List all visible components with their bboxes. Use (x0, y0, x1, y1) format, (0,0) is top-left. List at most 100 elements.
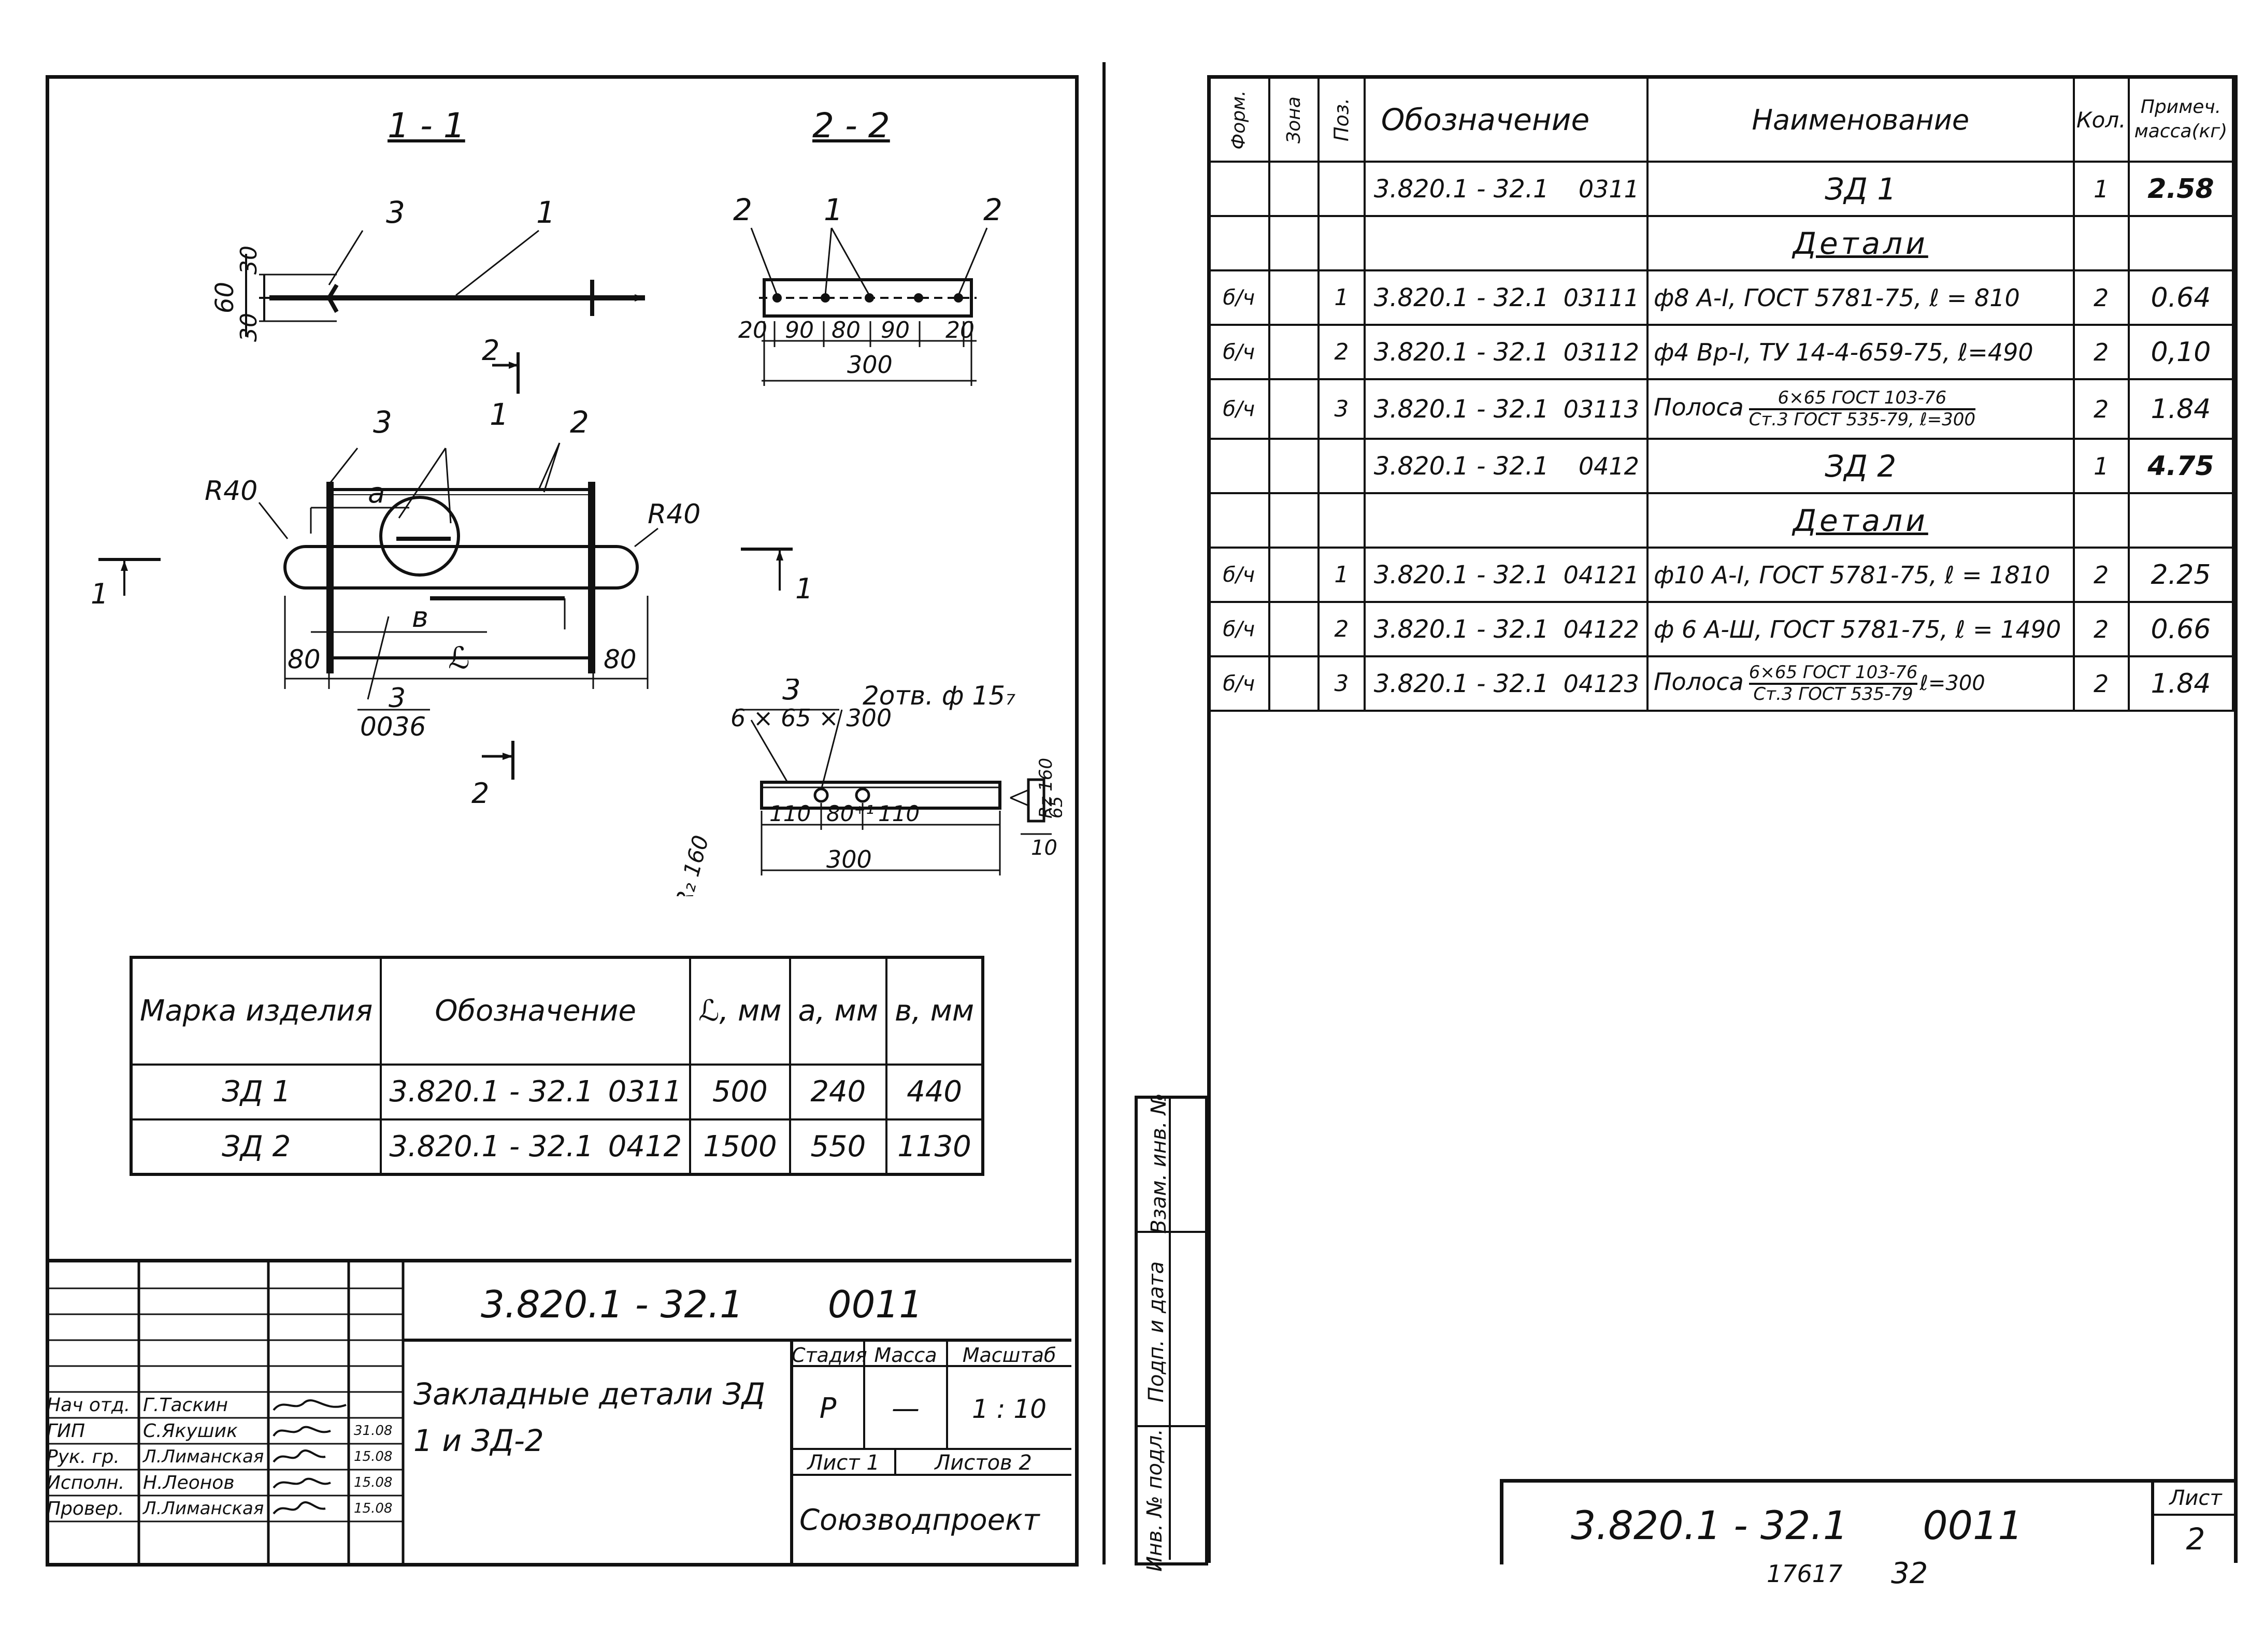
stamp-inv-original: Инв. № подл. (1142, 1429, 1167, 1572)
spec-format: б/ч (1207, 269, 1271, 326)
strip-total: 300 (826, 845, 872, 873)
spec-code-suffix: 03111 (1556, 269, 1649, 326)
fraction-bottom: Ст.3 ГОСТ 535-79 (1753, 683, 1913, 705)
spec-pos (1317, 161, 1366, 217)
marks-cell: 3.820.1 - 32.1 (380, 1118, 601, 1176)
right-sheet-frame (1207, 75, 2238, 1563)
marks-header-designation: Обозначение (380, 956, 692, 1066)
spec-pos: 2 (1317, 601, 1366, 657)
s11-dim-60: 60 (210, 282, 239, 313)
fraction-top: 6×65 ГОСТ 103-76 (1749, 388, 1976, 410)
footer-page-number: 32 (1891, 1557, 1928, 1590)
spec-qty: 2 (2072, 601, 2130, 657)
spec-code: 3.820.1 - 32.1 (1363, 547, 1556, 603)
signer-name: Л.Лиманская (143, 1446, 264, 1467)
spec-name: ф10 А-I, ГОСТ 5781-75, ℓ = 1810 (1646, 547, 2075, 603)
plan-callout-1: 1 (490, 397, 509, 432)
spec-qty: 2 (2072, 269, 2130, 326)
marks-table: Марка изделия Обозначение ℒ, мм a, мм в,… (130, 956, 985, 1176)
spec-header-qty: Кол. (2072, 77, 2130, 163)
section-2-2-drawing: 2 1 2 20 90 80 90 20 300 (733, 197, 1002, 386)
title-block: 3.820.1 - 32.1 0011 Закладные детали ЗД … (46, 1259, 1071, 1565)
spec-header-format: Форм. (1207, 77, 1271, 163)
section-2-2-label: 2 - 2 (812, 106, 890, 146)
plan-callout-3: 3 (373, 405, 392, 440)
spec-code: 3.820.1 - 32.1 (1363, 655, 1556, 712)
spec-code-suffix: 0311 (1556, 161, 1649, 217)
s11-dim-30-bottom: 30 (236, 313, 262, 342)
plan-r40-left: R40 (205, 476, 257, 507)
spec-note: 1.84 (2127, 378, 2234, 440)
marks-cell: 440 (885, 1063, 984, 1121)
spec-zone (1268, 161, 1320, 217)
s22-dim-4: 20 (945, 317, 975, 343)
marks-cell: 0412 (600, 1118, 692, 1176)
spec-qty (2072, 215, 2130, 271)
signer-date: 31.08 (354, 1423, 393, 1439)
plan-dim-80-left: 80 (288, 644, 321, 674)
s11-callout-3: 3 (386, 197, 405, 230)
spec-format: б/ч (1207, 547, 1271, 603)
stage-value: Р (819, 1392, 837, 1425)
plan-view-drawing: 2 1 3 1 2 R40 R40 a в 80 ℒ 80 3 0036 2 (91, 337, 700, 803)
spec-format (1207, 492, 1271, 549)
spec-code: 3.820.1 - 32.1 (1363, 438, 1556, 494)
marks-cell: 240 (789, 1063, 887, 1121)
s22-dim-3: 90 (881, 317, 910, 343)
spec-section-row: Детали (1207, 492, 2234, 549)
organization: Союзводпроект (799, 1503, 1040, 1537)
marks-row: ЗД 1 3.820.1 - 32.1 0311 500 240 440 (130, 1063, 984, 1121)
signer-role: Рук. гр. (47, 1446, 120, 1468)
plan-ref-3: 3 (389, 683, 406, 714)
side-stamp-column: Взам. инв. № Подп. и дата Инв. № подл. (1135, 1093, 1208, 1572)
mass-header: Масса (874, 1344, 937, 1367)
spec-name-label: Полоса (1653, 393, 1744, 421)
plan-cut-1-right: 1 (795, 572, 813, 605)
plan-dim-l: ℒ (448, 640, 470, 676)
s22-dim-2: 80 (832, 317, 861, 343)
spec-code (1363, 492, 1556, 549)
spec-pos: 3 (1317, 655, 1366, 712)
plan-dim-b: в (412, 601, 428, 634)
spec-pos: 3 (1317, 378, 1366, 440)
s11-dim-30-top: 30 (236, 246, 262, 275)
signer-date: 15.08 (354, 1501, 393, 1516)
scale-header: Масштаб (962, 1344, 1056, 1367)
strip-rz: Rz 160 (1036, 758, 1056, 818)
sheet-number: Лист 1 (807, 1451, 880, 1475)
spec-name: ф4 Вр-I, ТУ 14-4-659-75, ℓ=490 (1646, 324, 2075, 380)
plan-ref-0036: 0036 (360, 712, 426, 742)
spec-zone (1268, 269, 1320, 326)
stamp-inv-replaced: Взам. инв. № (1147, 1093, 1171, 1234)
spec-pos: 1 (1317, 269, 1366, 326)
strip-radius: R₂ 160 (670, 832, 713, 896)
spec-code: 3.820.1 - 32.1 (1363, 601, 1556, 657)
right-title-block: 3.820.1 - 32.1 0011 Лист 2 (1500, 1479, 2238, 1564)
marks-header-b: в, мм (885, 956, 984, 1066)
spec-name: ф 6 А-Ш, ГОСТ 5781-75, ℓ = 1490 (1646, 601, 2075, 657)
marks-header-a: a, мм (789, 956, 887, 1066)
spec-format: б/ч (1207, 324, 1271, 380)
spec-code-suffix: 0412 (1556, 438, 1649, 494)
marks-header-mark: Марка изделия (130, 956, 382, 1066)
s22-dim-total: 300 (847, 351, 893, 379)
spec-header-note: Примеч. масса(кг) (2127, 77, 2234, 163)
spec-note: 0,10 (2127, 324, 2234, 380)
right-title-code: 3.820.1 - 32.1 0011 (1571, 1502, 2023, 1548)
left-sheet-frame (46, 75, 1079, 1567)
signer-name: Г.Таскин (143, 1395, 228, 1416)
signer-role: Нач отд. (47, 1395, 131, 1416)
fold-line (1102, 62, 1106, 1564)
section-1-1-label: 1 - 1 (388, 106, 465, 146)
strip-holes-note: 2отв. ф 15₇ (863, 681, 1015, 711)
marks-cell: ЗД 2 (130, 1118, 382, 1176)
spec-name: ф8 А-I, ГОСТ 5781-75, ℓ = 810 (1646, 269, 2075, 326)
fraction-top: 6×65 ГОСТ 103-76 (1749, 663, 1918, 685)
